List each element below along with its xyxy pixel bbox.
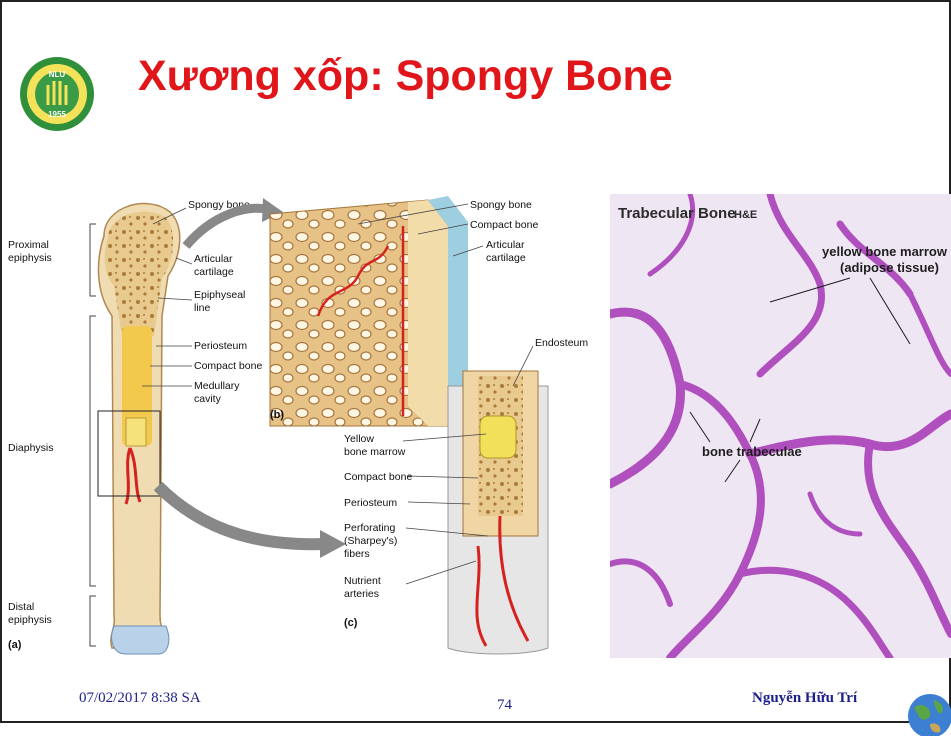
block-b-labels: Spongy bone Compact bone Articular carti… [470,199,538,264]
label-proximal-epiphysis: epiphysis [8,252,52,264]
label-b-articular-cartilage: cartilage [486,252,526,264]
logo-year: 1955 [48,110,66,119]
label-c-periosteum: Periosteum [344,497,397,509]
histology-micrograph: Trabecular Bone H&E yellow bone marrow (… [610,194,951,658]
label-epiphyseal: Epiphyseal [194,289,245,301]
label-distal: Distal [8,601,34,613]
label-epiphyseal-line: line [194,302,211,314]
label-diaphysis: Diaphysis [8,442,54,454]
label-compact-bone: Compact bone [194,360,262,372]
label-articular: Articular [194,253,233,265]
label-nutrient-arteries: arteries [344,588,379,600]
label-b-articular: Articular [486,239,525,251]
label-fibers: fibers [344,548,370,560]
histology-title: Trabecular Bone [618,205,736,222]
label-nutrient: Nutrient [344,575,381,587]
bone-anatomy-figure: Proximal epiphysis Diaphysis Distal epip… [8,186,600,656]
label-articular-cartilage: cartilage [194,266,234,278]
footer-author: Nguyễn Hữu Trí [752,690,857,707]
label-yellow: Yellow [344,433,374,445]
arrow-to-c [158,486,326,544]
region-brackets [90,224,96,646]
university-logo: NLU 1955 [18,55,96,133]
label-sharpeys: (Sharpey's) [344,535,397,547]
label-yellow-bone-marrow-histo: yellow bone marrow [822,244,948,259]
panel-b-label: (b) [270,409,284,421]
footer-date: 07/02/2017 8:38 SA [79,690,201,707]
logo-text: NLU [49,70,66,79]
label-b-spongy-bone: Spongy bone [470,199,532,211]
label-yellow-bone-marrow: bone marrow [344,446,406,458]
label-endosteum: Endosteum [535,337,588,349]
label-proximal: Proximal [8,239,49,251]
left-labels: Proximal epiphysis Diaphysis Distal epip… [8,239,54,651]
panel-a-label: (a) [8,639,22,651]
label-c-compact-bone: Compact bone [344,471,412,483]
label-distal-epiphysis: epiphysis [8,614,52,626]
label-bone-trabeculae: bone trabeculae [702,444,802,459]
histology-stain: H&E [734,209,757,221]
long-bone [98,204,180,654]
label-medullary-cavity: cavity [194,393,222,405]
label-b-compact-bone: Compact bone [470,219,538,231]
label-perforating: Perforating [344,522,396,534]
spongy-block-b: (b) [270,196,468,426]
footer-page-number: 74 [497,697,512,714]
globe-icon [900,688,951,736]
panel-c-label: (c) [344,617,358,629]
label-periosteum: Periosteum [194,340,247,352]
label-adipose-tissue: (adipose tissue) [840,260,939,275]
label-medullary: Medullary [194,380,240,392]
slide-title: Xương xốp: Spongy Bone [138,52,673,101]
arrow-to-b [186,208,270,246]
